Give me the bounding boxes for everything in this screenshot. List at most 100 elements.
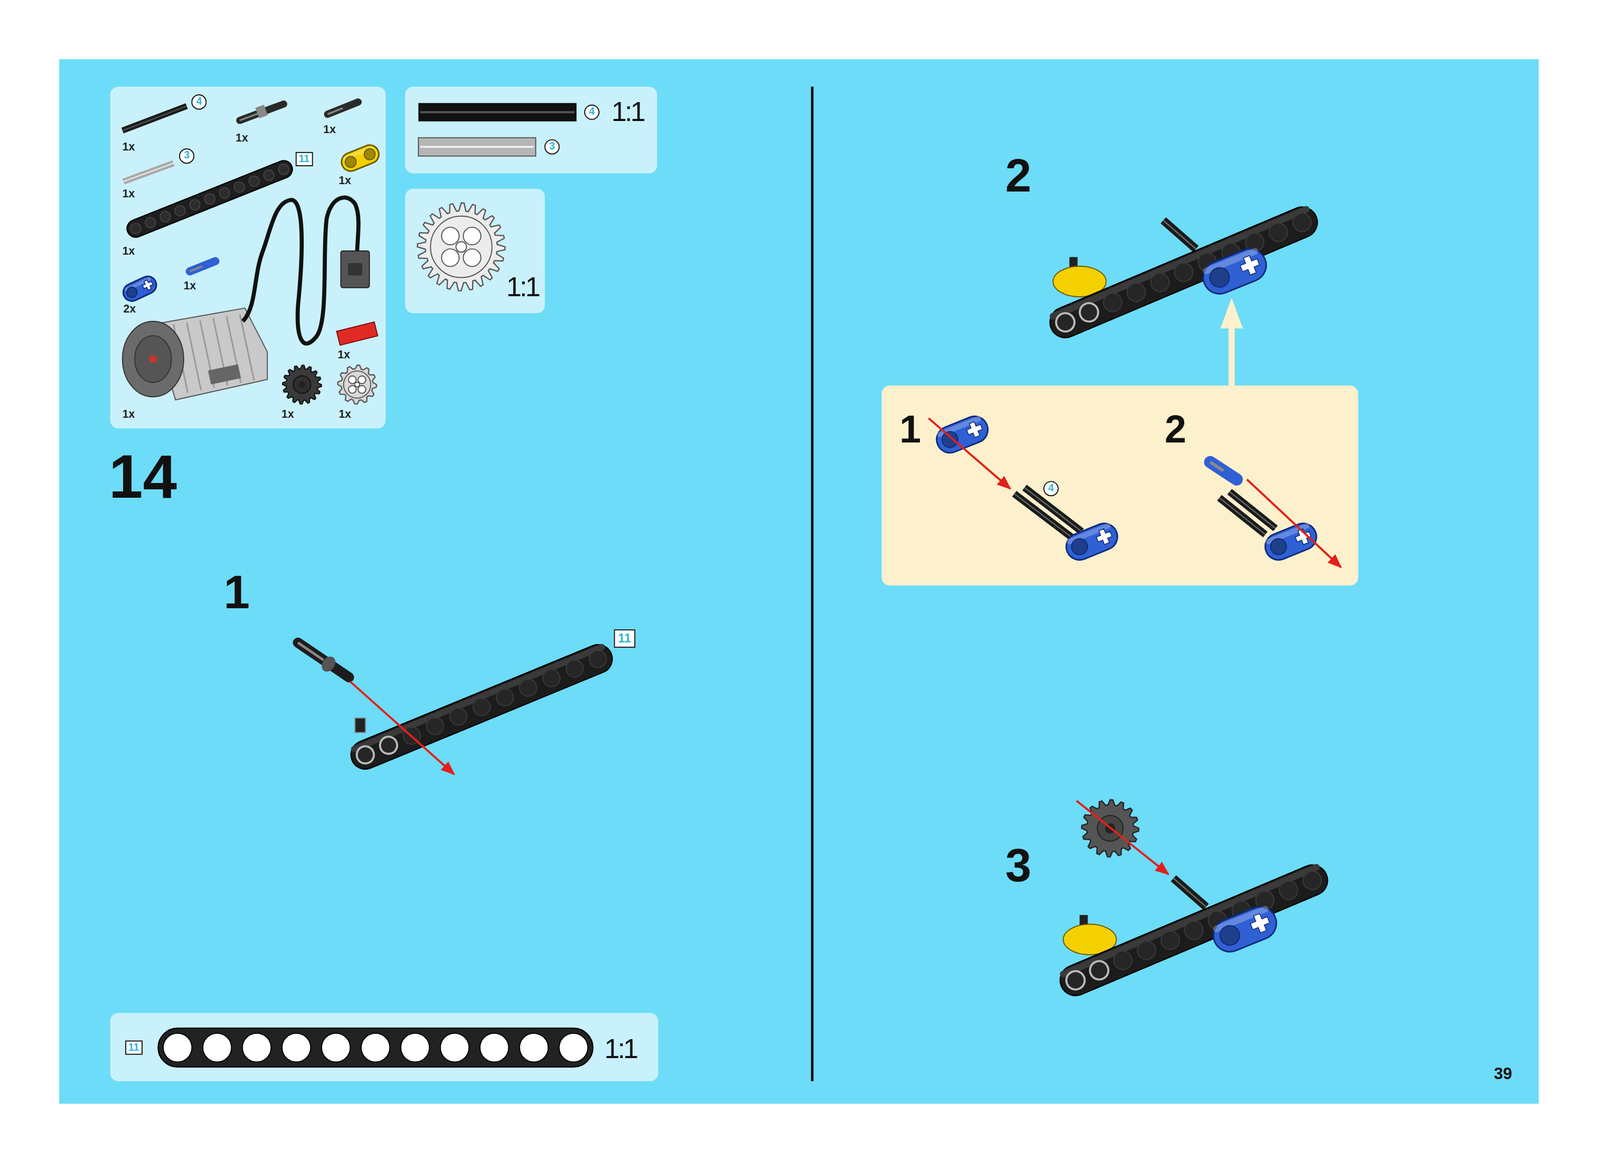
callout-number: 11	[125, 1041, 143, 1056]
scale-panel: 41:13	[405, 86, 658, 174]
illustration-part	[148, 355, 158, 364]
assembly-arrow	[928, 418, 1010, 489]
step-1-art	[297, 640, 617, 775]
pin	[297, 642, 349, 678]
pin	[190, 261, 216, 272]
part-count: 1x	[183, 280, 197, 292]
beam	[158, 1028, 594, 1068]
illustration-part	[1158, 928, 1183, 953]
connector	[1198, 244, 1272, 299]
illustration-part	[362, 147, 377, 162]
pin	[240, 104, 284, 121]
part-count: 2x	[123, 303, 136, 315]
part-count: 1x	[337, 349, 350, 361]
beam	[1045, 202, 1323, 343]
illustration-part	[122, 321, 184, 397]
scale-ratio: 1:1	[506, 274, 539, 302]
illustration-part	[480, 1033, 509, 1063]
part-count: 1x	[323, 124, 336, 136]
illustration-part	[1267, 536, 1289, 557]
illustration-part	[262, 168, 276, 183]
illustration-part	[217, 186, 232, 200]
illustration-part	[1087, 958, 1112, 983]
illustration-part	[463, 248, 481, 267]
pin-stub	[355, 718, 366, 733]
illustration-part	[354, 382, 360, 387]
blue-ground	[58, 58, 1539, 1104]
pin	[1210, 462, 1237, 480]
illustration-part	[1068, 536, 1090, 557]
illustration-part	[1293, 527, 1314, 547]
illustration-part	[1053, 310, 1078, 335]
illustration-part	[357, 375, 366, 384]
axle-ridge	[1163, 220, 1196, 249]
illustration-part	[470, 695, 494, 719]
substep-number: 1	[899, 410, 922, 449]
illustration-part	[343, 154, 358, 169]
illustration-part	[125, 285, 139, 299]
illustration-part	[1182, 918, 1207, 943]
illustration-part	[282, 365, 322, 405]
parts-list-art	[120, 102, 382, 405]
illustration-part	[242, 1033, 272, 1063]
callout-number: 11	[613, 629, 635, 648]
illustration-part	[1198, 244, 1272, 299]
scale-art	[158, 103, 594, 1068]
connector	[932, 412, 992, 458]
part-count: 1x	[281, 408, 295, 420]
illustration-part	[1045, 202, 1323, 343]
axle	[418, 137, 536, 157]
illustration-part	[128, 221, 143, 236]
illustration-part	[1216, 923, 1243, 949]
step-number: 2	[1005, 152, 1032, 199]
step-3-art	[1055, 800, 1333, 1001]
illustration-part	[1220, 297, 1244, 329]
illustration-part	[318, 654, 339, 675]
assembly-arrow	[1076, 801, 1168, 875]
illustration-part	[255, 104, 268, 119]
illustration-part	[346, 640, 617, 774]
axle	[418, 103, 577, 122]
illustration-part	[1228, 324, 1235, 386]
illustration-part	[932, 412, 992, 458]
callout-number: 3	[178, 148, 195, 164]
part-count: 1x	[122, 188, 135, 200]
illustration-part	[158, 1028, 594, 1068]
illustration-part	[276, 162, 291, 177]
illustration-part	[158, 210, 173, 224]
beam	[346, 640, 617, 774]
scale-ratio: 1:1	[604, 1036, 637, 1064]
illustration-part	[1063, 968, 1088, 993]
scale-ratio: 1:1	[611, 98, 644, 126]
illustration-part	[354, 743, 377, 767]
illustration-part	[1261, 519, 1320, 565]
illustration-part	[338, 142, 382, 175]
part-count: 1x	[338, 175, 352, 187]
callout-number: 11	[295, 152, 313, 167]
illustration-part	[420, 145, 534, 148]
illustration-part	[1247, 911, 1272, 936]
gear	[282, 365, 322, 405]
axle-ridge	[1173, 878, 1207, 907]
illustration-part	[586, 647, 610, 671]
part-count: 1x	[122, 141, 135, 153]
part-count: 1x	[122, 408, 135, 420]
gear	[417, 203, 506, 292]
illustration-part	[1076, 300, 1102, 325]
illustration-part	[400, 1033, 430, 1063]
illustration-part	[141, 278, 155, 292]
part-count: 1x	[122, 245, 135, 257]
illustration-part	[298, 381, 306, 388]
callout-arrow	[1220, 297, 1244, 386]
pin-highlight	[297, 642, 324, 660]
illustration-part	[361, 1033, 390, 1063]
tile	[336, 322, 378, 346]
illustration-part	[1147, 270, 1173, 295]
illustration-part	[455, 241, 467, 253]
connector	[338, 142, 382, 175]
illustration-part	[1094, 527, 1114, 547]
axle-ridge	[1024, 487, 1083, 532]
part-count: 1x	[338, 408, 352, 420]
illustration-part	[321, 1033, 351, 1063]
